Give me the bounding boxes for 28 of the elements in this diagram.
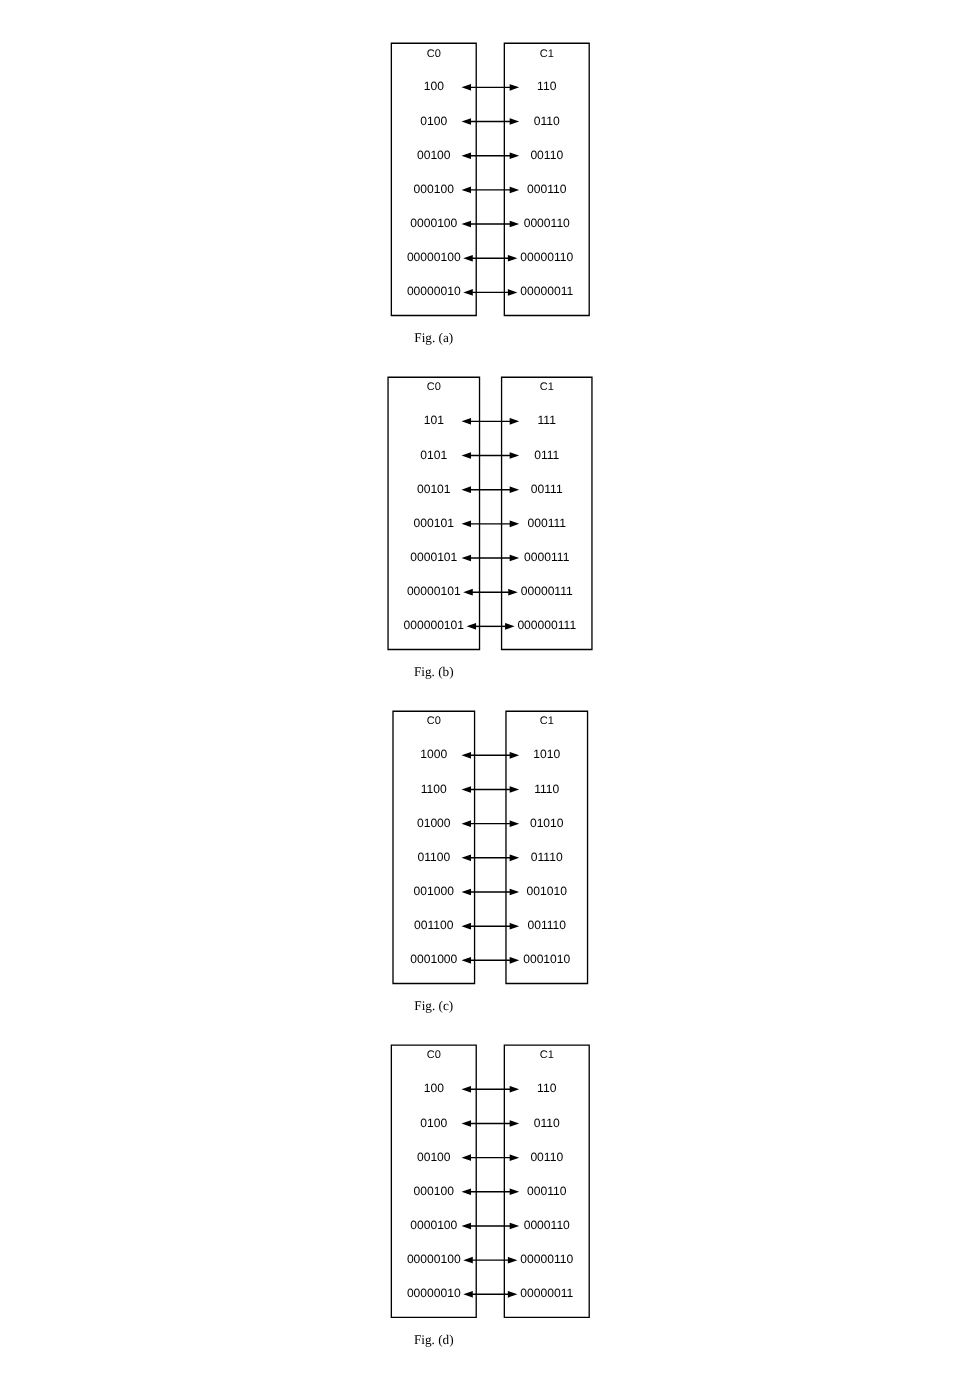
arrow [461, 957, 520, 964]
arrow [461, 854, 520, 862]
arrow [461, 1154, 520, 1161]
arrow [461, 1188, 520, 1196]
arrow [461, 452, 520, 459]
arrow [461, 520, 520, 528]
arrow [461, 186, 520, 194]
arrow [461, 922, 520, 930]
arrow [461, 820, 520, 827]
arrow [463, 1291, 518, 1298]
arrow [461, 554, 520, 562]
arrow [461, 1085, 520, 1093]
arrow [461, 888, 520, 896]
arrow [461, 1120, 520, 1127]
arrow [461, 152, 520, 160]
arrow [466, 623, 515, 630]
arrow [461, 1222, 520, 1230]
arrow [463, 588, 518, 596]
arrow [461, 84, 520, 91]
arrow [463, 254, 518, 262]
arrow [461, 118, 520, 125]
arrow [461, 418, 520, 425]
arrow [463, 1256, 518, 1264]
arrow [463, 289, 518, 296]
arrow [461, 786, 520, 793]
arrow [461, 220, 520, 228]
arrow [461, 486, 520, 493]
arrow [461, 752, 520, 759]
